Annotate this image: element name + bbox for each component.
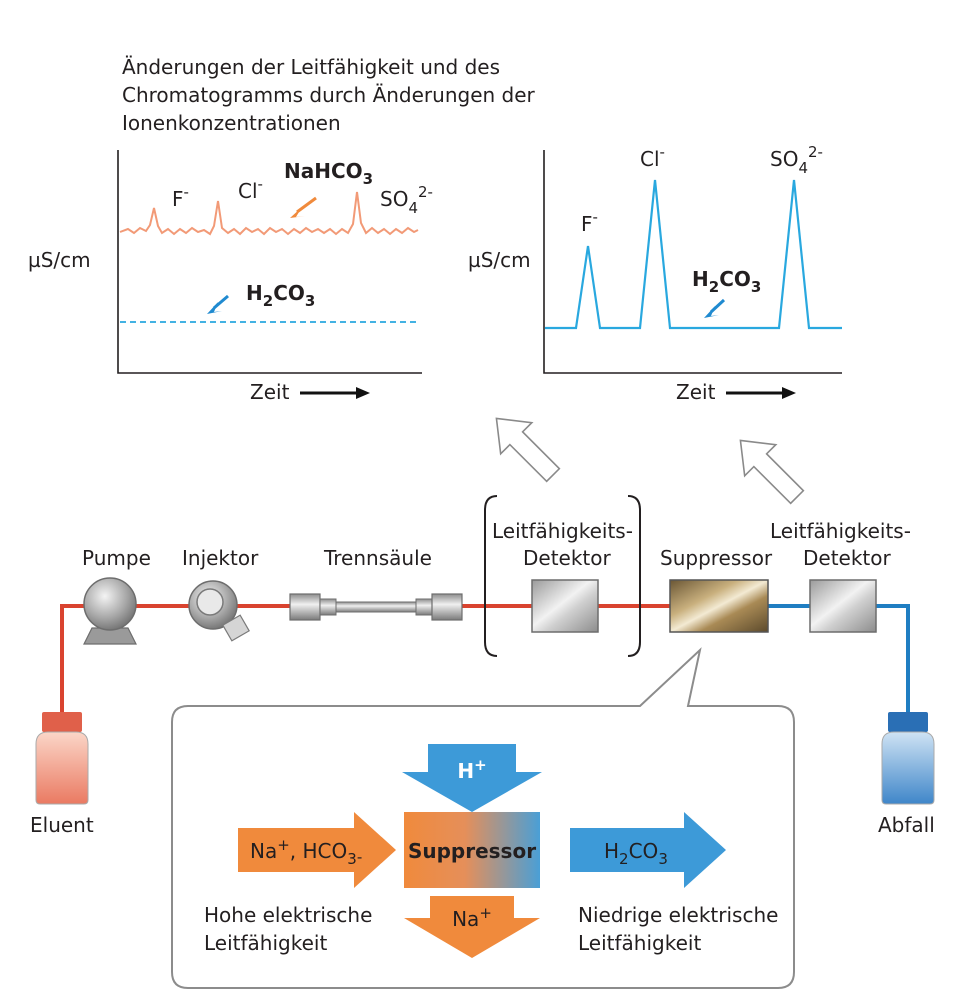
left-chart-ylabel: µS/cm: [28, 248, 91, 272]
suppressor-unit: [669, 579, 769, 633]
right-label-h2co3: H2CO3: [692, 267, 761, 296]
right-peak-label-so4: SO42-: [770, 143, 823, 177]
low-conductivity-line-2: Leitfähigkeit: [578, 931, 701, 955]
h-plus-label: H+: [457, 756, 486, 783]
right-chart-ylabel: µS/cm: [468, 248, 531, 272]
left-label-nahco3: NaHCO3: [284, 159, 373, 188]
eluent-label: Eluent: [30, 813, 94, 837]
detector-1-label-line-1: Leitfähigkeits-: [492, 519, 633, 543]
na-plus-label: Na+: [452, 904, 492, 931]
right-peak-label-cl: Cl-: [640, 143, 665, 171]
blue-pointer-icon: [704, 298, 726, 318]
suppressor-label: Suppressor: [660, 546, 773, 570]
right-chart-axes: [543, 150, 842, 374]
right-peak-label-f: F-: [581, 208, 598, 236]
left-peak-label-f: F-: [172, 183, 189, 211]
time-arrow-icon: [300, 387, 370, 399]
waste-label: Abfall: [878, 813, 935, 837]
column-label: Trennsäule: [323, 546, 432, 570]
detector-2-label-line-2: Detektor: [803, 546, 892, 570]
left-chromatogram: µS/cm Zeit F- Cl- SO42- NaHCO3 H2CO3: [28, 150, 433, 404]
waste-bottle-icon: [881, 712, 935, 805]
injector-icon: [188, 580, 250, 642]
output-arrow: [570, 812, 726, 888]
suppressor-detail-box: [404, 812, 540, 888]
left-label-h2co3: H2CO3: [246, 281, 315, 310]
right-chart-xlabel: Zeit: [676, 380, 716, 404]
hollow-arrow-to-right-chart-icon: [739, 439, 805, 505]
detector-2-label-line-1: Leitfähigkeits-: [770, 519, 911, 543]
caption-line-3: Ionenkonzentrationen: [122, 111, 341, 135]
caption: Änderungen der Leitfähigkeit und des Chr…: [122, 55, 536, 135]
conductivity-detector-2: [809, 579, 877, 633]
orange-pointer-icon: [290, 196, 317, 218]
caption-line-1: Änderungen der Leitfähigkeit und des: [122, 55, 500, 79]
left-peak-label-so4: SO42-: [380, 183, 433, 217]
injector-label: Injektor: [182, 546, 259, 570]
conductivity-detector-1: [531, 579, 599, 633]
left-trace-nahco3: [119, 191, 419, 236]
caption-line-2: Chromatogramms durch Änderungen der: [122, 83, 536, 107]
left-chart-xlabel: Zeit: [250, 380, 290, 404]
suppressor-detail-label: Suppressor: [408, 839, 536, 863]
left-peak-label-cl: Cl-: [238, 175, 263, 203]
detector-1-label-line-2: Detektor: [523, 546, 612, 570]
pump-label: Pumpe: [82, 546, 151, 570]
na-plus-arrow: [404, 896, 540, 958]
eluent-bottle-icon: [35, 712, 89, 805]
right-chromatogram: µS/cm Zeit F- Cl- SO42- H2CO3: [468, 143, 842, 404]
high-conductivity-line-2: Leitfähigkeit: [204, 931, 327, 955]
time-arrow-icon: [726, 387, 796, 399]
eluent-flow-line: [60, 604, 670, 712]
high-conductivity-line-1: Hohe elektrische: [204, 903, 372, 927]
right-trace-h2co3: [545, 179, 842, 330]
hollow-arrow-to-left-chart-icon: [495, 417, 561, 483]
blue-pointer-icon: [207, 294, 229, 314]
separation-column-icon: [289, 593, 463, 621]
h-plus-arrow: [402, 744, 542, 812]
input-arrow: [238, 812, 396, 888]
input-label: Na+, HCO3-: [250, 836, 362, 868]
detector-1-bracket: [484, 495, 641, 657]
low-conductivity-line-1: Niedrige elektrische: [578, 903, 778, 927]
pump-icon: [83, 577, 137, 645]
left-chart-axes: [117, 150, 422, 374]
output-label: H2CO3: [604, 839, 668, 868]
